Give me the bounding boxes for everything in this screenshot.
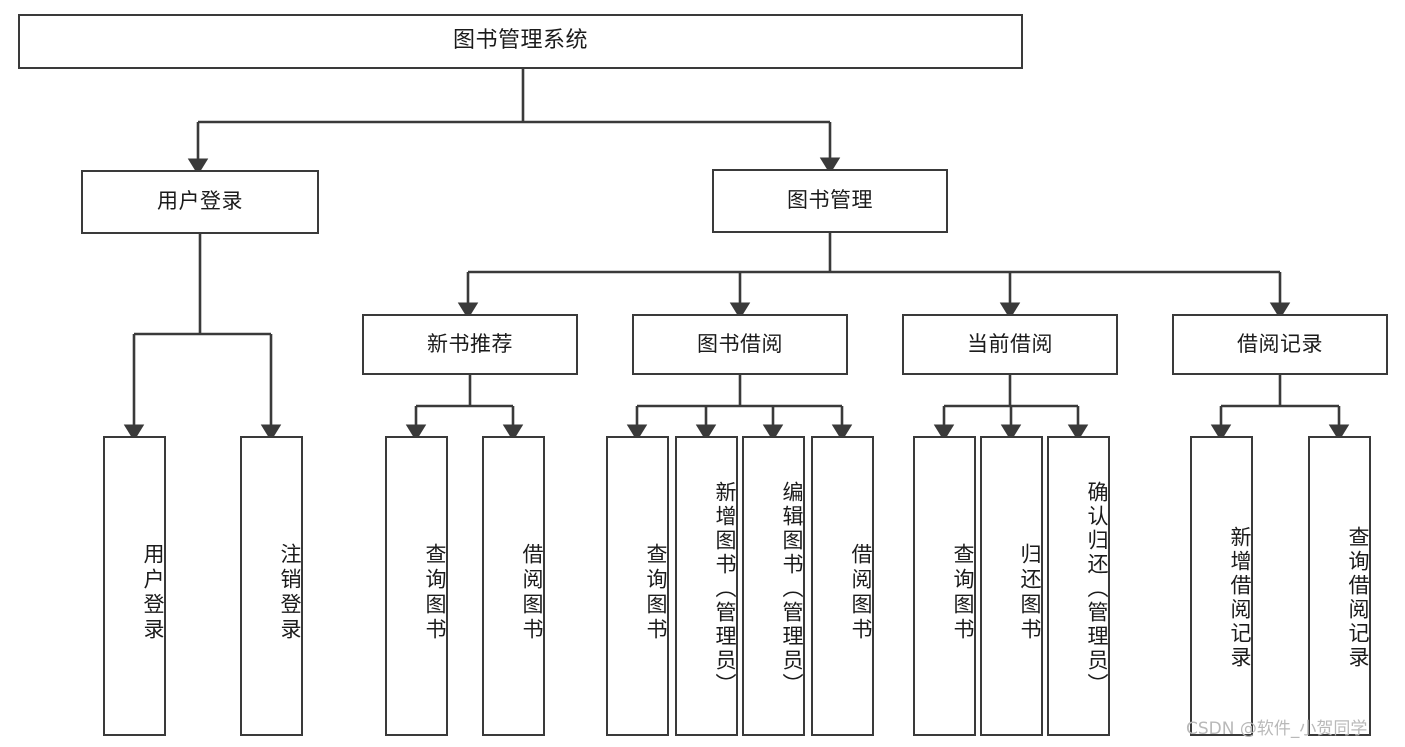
node-user-login[interactable]: 用户登录 — [81, 170, 319, 234]
node-book-manage[interactable]: 图书管理 — [712, 169, 948, 233]
node-leaf-rec-search[interactable]: 查询借阅记录 — [1308, 436, 1371, 736]
watermark: CSDN @软件_小贺同学 — [1186, 719, 1368, 739]
node-leaf-borrow-edit-label: 编辑图书（管理员） — [780, 481, 804, 697]
node-current-borrow[interactable]: 当前借阅 — [902, 314, 1118, 375]
node-leaf-cur-confirm-label: 确认归还（管理员） — [1085, 481, 1109, 697]
node-leaf-rec-search-label: 查询借阅记录 — [1346, 526, 1370, 670]
node-leaf-borrow-edit[interactable]: 编辑图书（管理员） — [742, 436, 805, 736]
node-leaf-borrow-take-label: 借阅图书 — [849, 543, 873, 643]
node-borrow-record[interactable]: 借阅记录 — [1172, 314, 1388, 375]
node-new-book-rec[interactable]: 新书推荐 — [362, 314, 578, 375]
node-leaf-cur-return-label: 归还图书 — [1018, 543, 1042, 643]
node-leaf-cur-query-label: 查询图书 — [951, 543, 975, 643]
node-leaf-user-login-label: 用户登录 — [141, 543, 165, 643]
node-leaf-cur-query[interactable]: 查询图书 — [913, 436, 976, 736]
node-book-manage-label: 图书管理 — [787, 188, 873, 213]
node-leaf-rec-add[interactable]: 新增借阅记录 — [1190, 436, 1253, 736]
node-leaf-borrow-query-label: 查询图书 — [644, 543, 668, 643]
node-leaf-rec-query-label: 查询图书 — [423, 543, 447, 643]
node-leaf-cur-confirm[interactable]: 确认归还（管理员） — [1047, 436, 1110, 736]
node-leaf-user-logout[interactable]: 注销登录 — [240, 436, 303, 736]
node-leaf-rec-add-label: 新增借阅记录 — [1228, 526, 1252, 670]
node-leaf-rec-query[interactable]: 查询图书 — [385, 436, 448, 736]
node-current-borrow-label: 当前借阅 — [967, 331, 1053, 356]
node-leaf-user-logout-label: 注销登录 — [278, 543, 302, 643]
node-leaf-rec-borrow[interactable]: 借阅图书 — [482, 436, 545, 736]
node-leaf-user-login[interactable]: 用户登录 — [103, 436, 166, 736]
node-leaf-borrow-take[interactable]: 借阅图书 — [811, 436, 874, 736]
node-new-book-rec-label: 新书推荐 — [427, 331, 513, 356]
node-leaf-borrow-add[interactable]: 新增图书（管理员） — [675, 436, 738, 736]
node-borrow-record-label: 借阅记录 — [1237, 331, 1323, 356]
node-leaf-borrow-query[interactable]: 查询图书 — [606, 436, 669, 736]
node-leaf-borrow-add-label: 新增图书（管理员） — [713, 481, 737, 697]
node-leaf-rec-borrow-label: 借阅图书 — [520, 543, 544, 643]
node-leaf-cur-return[interactable]: 归还图书 — [980, 436, 1043, 736]
node-user-login-label: 用户登录 — [157, 189, 243, 214]
node-root[interactable]: 图书管理系统 — [18, 14, 1023, 69]
node-book-borrow-label: 图书借阅 — [697, 331, 783, 356]
node-root-label: 图书管理系统 — [452, 28, 588, 54]
node-book-borrow[interactable]: 图书借阅 — [632, 314, 848, 375]
